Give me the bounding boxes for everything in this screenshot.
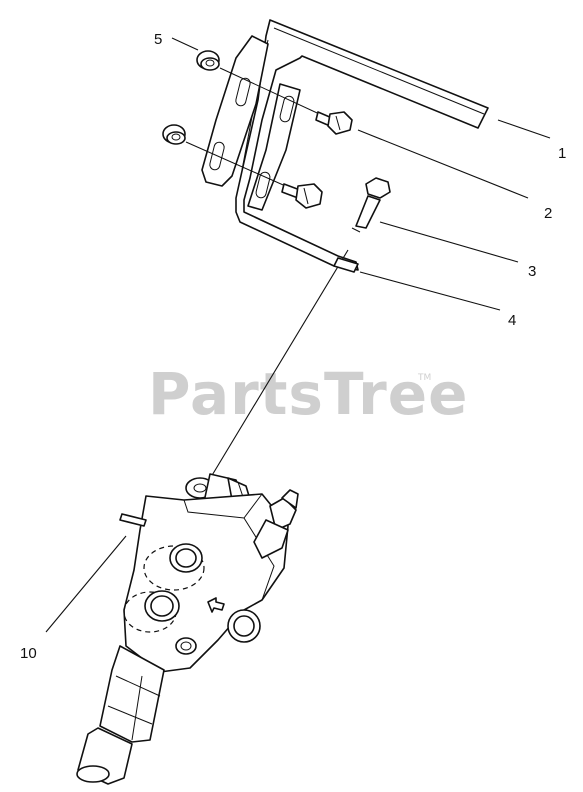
part-4-control-rod[interactable] (207, 249, 359, 483)
watermark-trademark: TM (417, 373, 431, 383)
callout-3[interactable]: 3 (528, 263, 536, 280)
watermark-text: PartsTree (148, 360, 468, 428)
callout-labels: 5 1 2 3 4 10 (20, 31, 566, 662)
callout-10[interactable]: 10 (20, 645, 37, 662)
part-10-pin[interactable] (119, 513, 147, 527)
part-1-mounting-bracket[interactable] (201, 19, 489, 271)
callout-1[interactable]: 1 (558, 145, 566, 162)
assembly-axis-lines (185, 67, 329, 189)
leader-2 (357, 129, 529, 199)
watermark: PartsTree TM (148, 360, 468, 428)
part-2-hex-bolt-lower[interactable] (281, 183, 323, 209)
part-3-shoulder-bolt[interactable] (351, 177, 391, 233)
part-2-hex-bolt-upper[interactable] (315, 111, 353, 135)
callout-5[interactable]: 5 (154, 31, 162, 48)
part-5-flange-nut-lower[interactable] (162, 124, 186, 145)
part-5-flange-nut-upper[interactable] (196, 50, 220, 71)
leader-3 (379, 221, 519, 263)
hydraulic-control-valve[interactable] (76, 473, 299, 785)
leader-10 (45, 535, 127, 633)
leader-1 (497, 119, 551, 139)
leader-4 (359, 271, 501, 311)
leader-lines (45, 37, 551, 633)
callout-4[interactable]: 4 (508, 312, 516, 329)
callout-2[interactable]: 2 (544, 205, 552, 222)
leader-5 (171, 37, 199, 51)
